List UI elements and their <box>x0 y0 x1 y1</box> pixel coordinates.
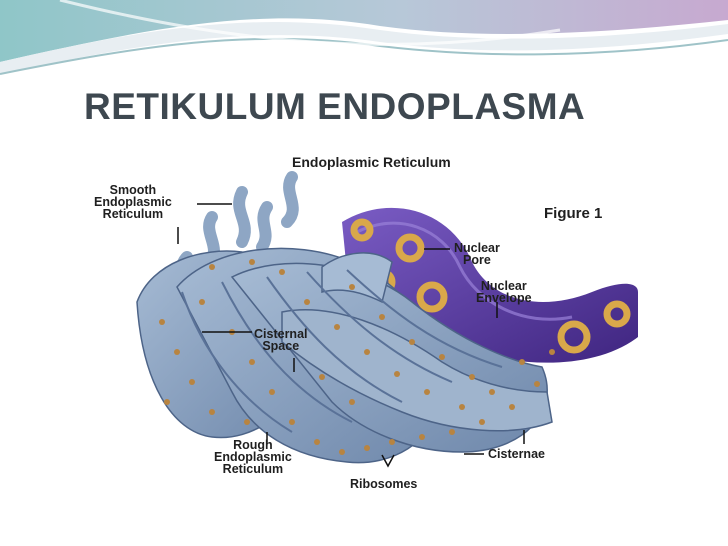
figure-label: Figure 1 <box>544 205 603 222</box>
er-diagram: Endoplasmic Reticulum Figure 1 Smooth En… <box>92 152 638 492</box>
label-rough-er: Rough Endoplasmic Reticulum <box>214 438 292 476</box>
label-cisternal-space: Cisternal Space <box>254 327 308 353</box>
rough-er-cisternae <box>136 247 553 464</box>
header-banner <box>0 0 728 75</box>
er-illustration <box>136 171 638 468</box>
label-smooth-er: Smooth Endoplasmic Reticulum <box>94 183 172 221</box>
label-leader-lines <box>177 203 525 468</box>
label-cisternae: Cisternae <box>488 447 545 461</box>
label-ribosomes: Ribosomes <box>350 477 418 491</box>
cisternae-edges <box>181 269 503 433</box>
figure-heading: Endoplasmic Reticulum <box>292 154 451 170</box>
label-nuclear-envelope: Nuclear Envelope <box>476 279 532 305</box>
label-nuclear-pore: Nuclear Pore <box>454 241 500 267</box>
ribosomes-dots <box>159 259 555 455</box>
slide-title: RETIKULUM ENDOPLASMA <box>84 86 586 127</box>
